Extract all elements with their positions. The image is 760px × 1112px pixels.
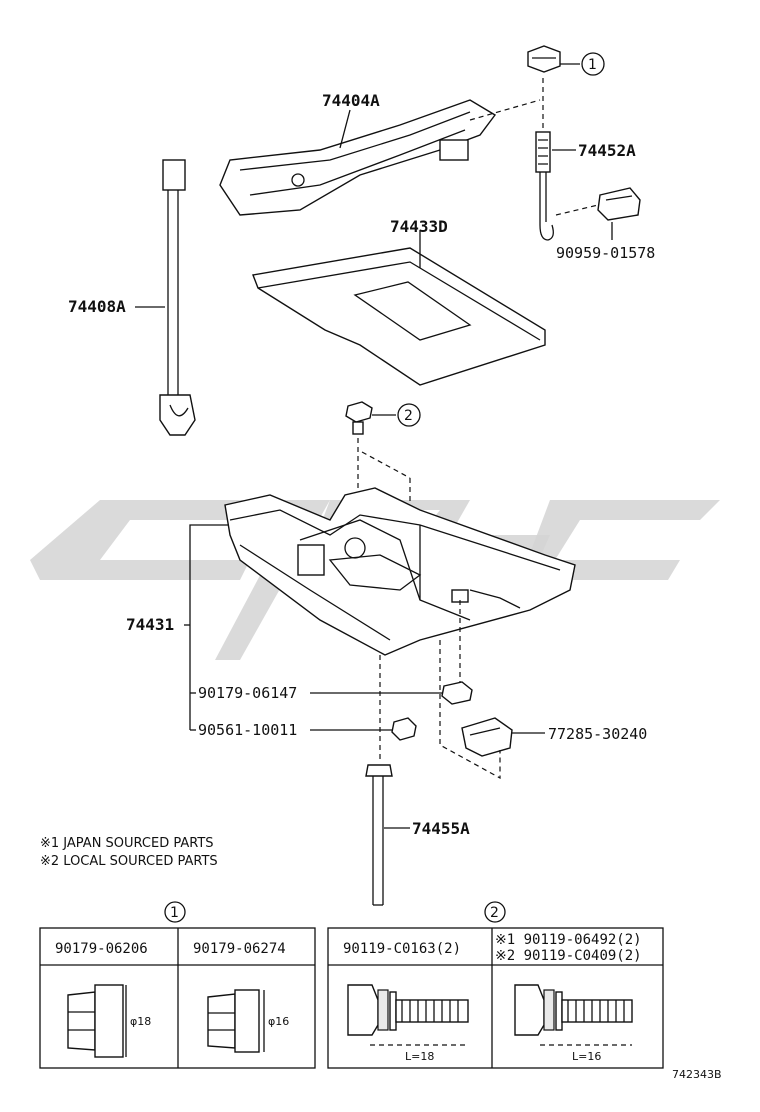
leader-74404A [339,109,351,149]
nut-drawing-90179-06274 [207,989,265,1053]
diameter-label-16: φ16 [268,1015,289,1028]
part-74452A-jbolt [535,131,554,241]
label-74455A: 74455A [412,819,470,838]
table-header-90119-06492: ※1 90119-06492(2) [495,932,642,948]
part-90959-clip [597,187,641,221]
table-header-90179-06274: 90179-06274 [193,941,286,957]
callout-2-number: 2 [404,408,413,424]
dash-bolt-to-clip [555,204,599,216]
part-90179-06147 [441,681,473,705]
label-74408A: 74408A [68,297,126,316]
part-90561-nut [391,717,417,741]
label-90959-01578: 90959-01578 [556,244,655,262]
table-group-2 [327,927,664,1069]
length-label-16: L=16 [572,1050,601,1063]
part-74455A-rod [365,764,393,906]
label-74404A: 74404A [322,91,380,110]
note-japan-sourced: ※1 JAPAN SOURCED PARTS [40,836,214,851]
table-group-1-label: 1 [170,905,179,921]
part-74404A-clamp [219,99,497,216]
label-74431: 74431 [126,615,174,634]
length-label-18: L=18 [405,1050,434,1063]
part-nut-callout-1 [527,45,561,73]
label-90179-06147: 90179-06147 [198,684,297,702]
part-74431-tray [224,487,576,656]
label-74452A: 74452A [578,141,636,160]
callout-2-circle [397,403,421,427]
callout-1-number: 1 [588,57,597,73]
table-group-2-label: 2 [490,905,499,921]
table-group-1-circle [164,901,186,923]
dash-tray-to-clamp [439,640,501,780]
dash-nut-to-clamp [469,99,541,121]
table-header-90119-C0163: 90119-C0163(2) [343,941,461,957]
table-group-1 [39,927,316,1069]
table-header-90119-C0409: ※2 90119-C0409(2) [495,948,642,964]
bracket-74431 [189,524,229,730]
part-77285-clamp [461,717,513,757]
part-bolt-callout-2 [345,401,373,435]
bolt-drawing-90119-C0163 [347,984,469,1046]
figure-id: 742343B [672,1068,722,1081]
table-group-2-circle [484,901,506,923]
label-77285-30240: 77285-30240 [548,725,647,743]
callout-1-circle [581,52,605,76]
table-header-90179-06206: 90179-06206 [55,941,148,957]
label-74433D: 74433D [390,217,448,236]
nut-drawing-90179-06206 [67,984,127,1058]
label-90561-10011: 90561-10011 [198,721,297,739]
part-74433D-mat [252,247,546,386]
dash-bolt-right [361,451,411,479]
bolt-drawing-90119-06492 [514,984,633,1046]
part-74408A-rod [159,159,196,436]
diameter-label-18: φ18 [130,1015,151,1028]
note-local-sourced: ※2 LOCAL SOURCED PARTS [40,854,218,869]
